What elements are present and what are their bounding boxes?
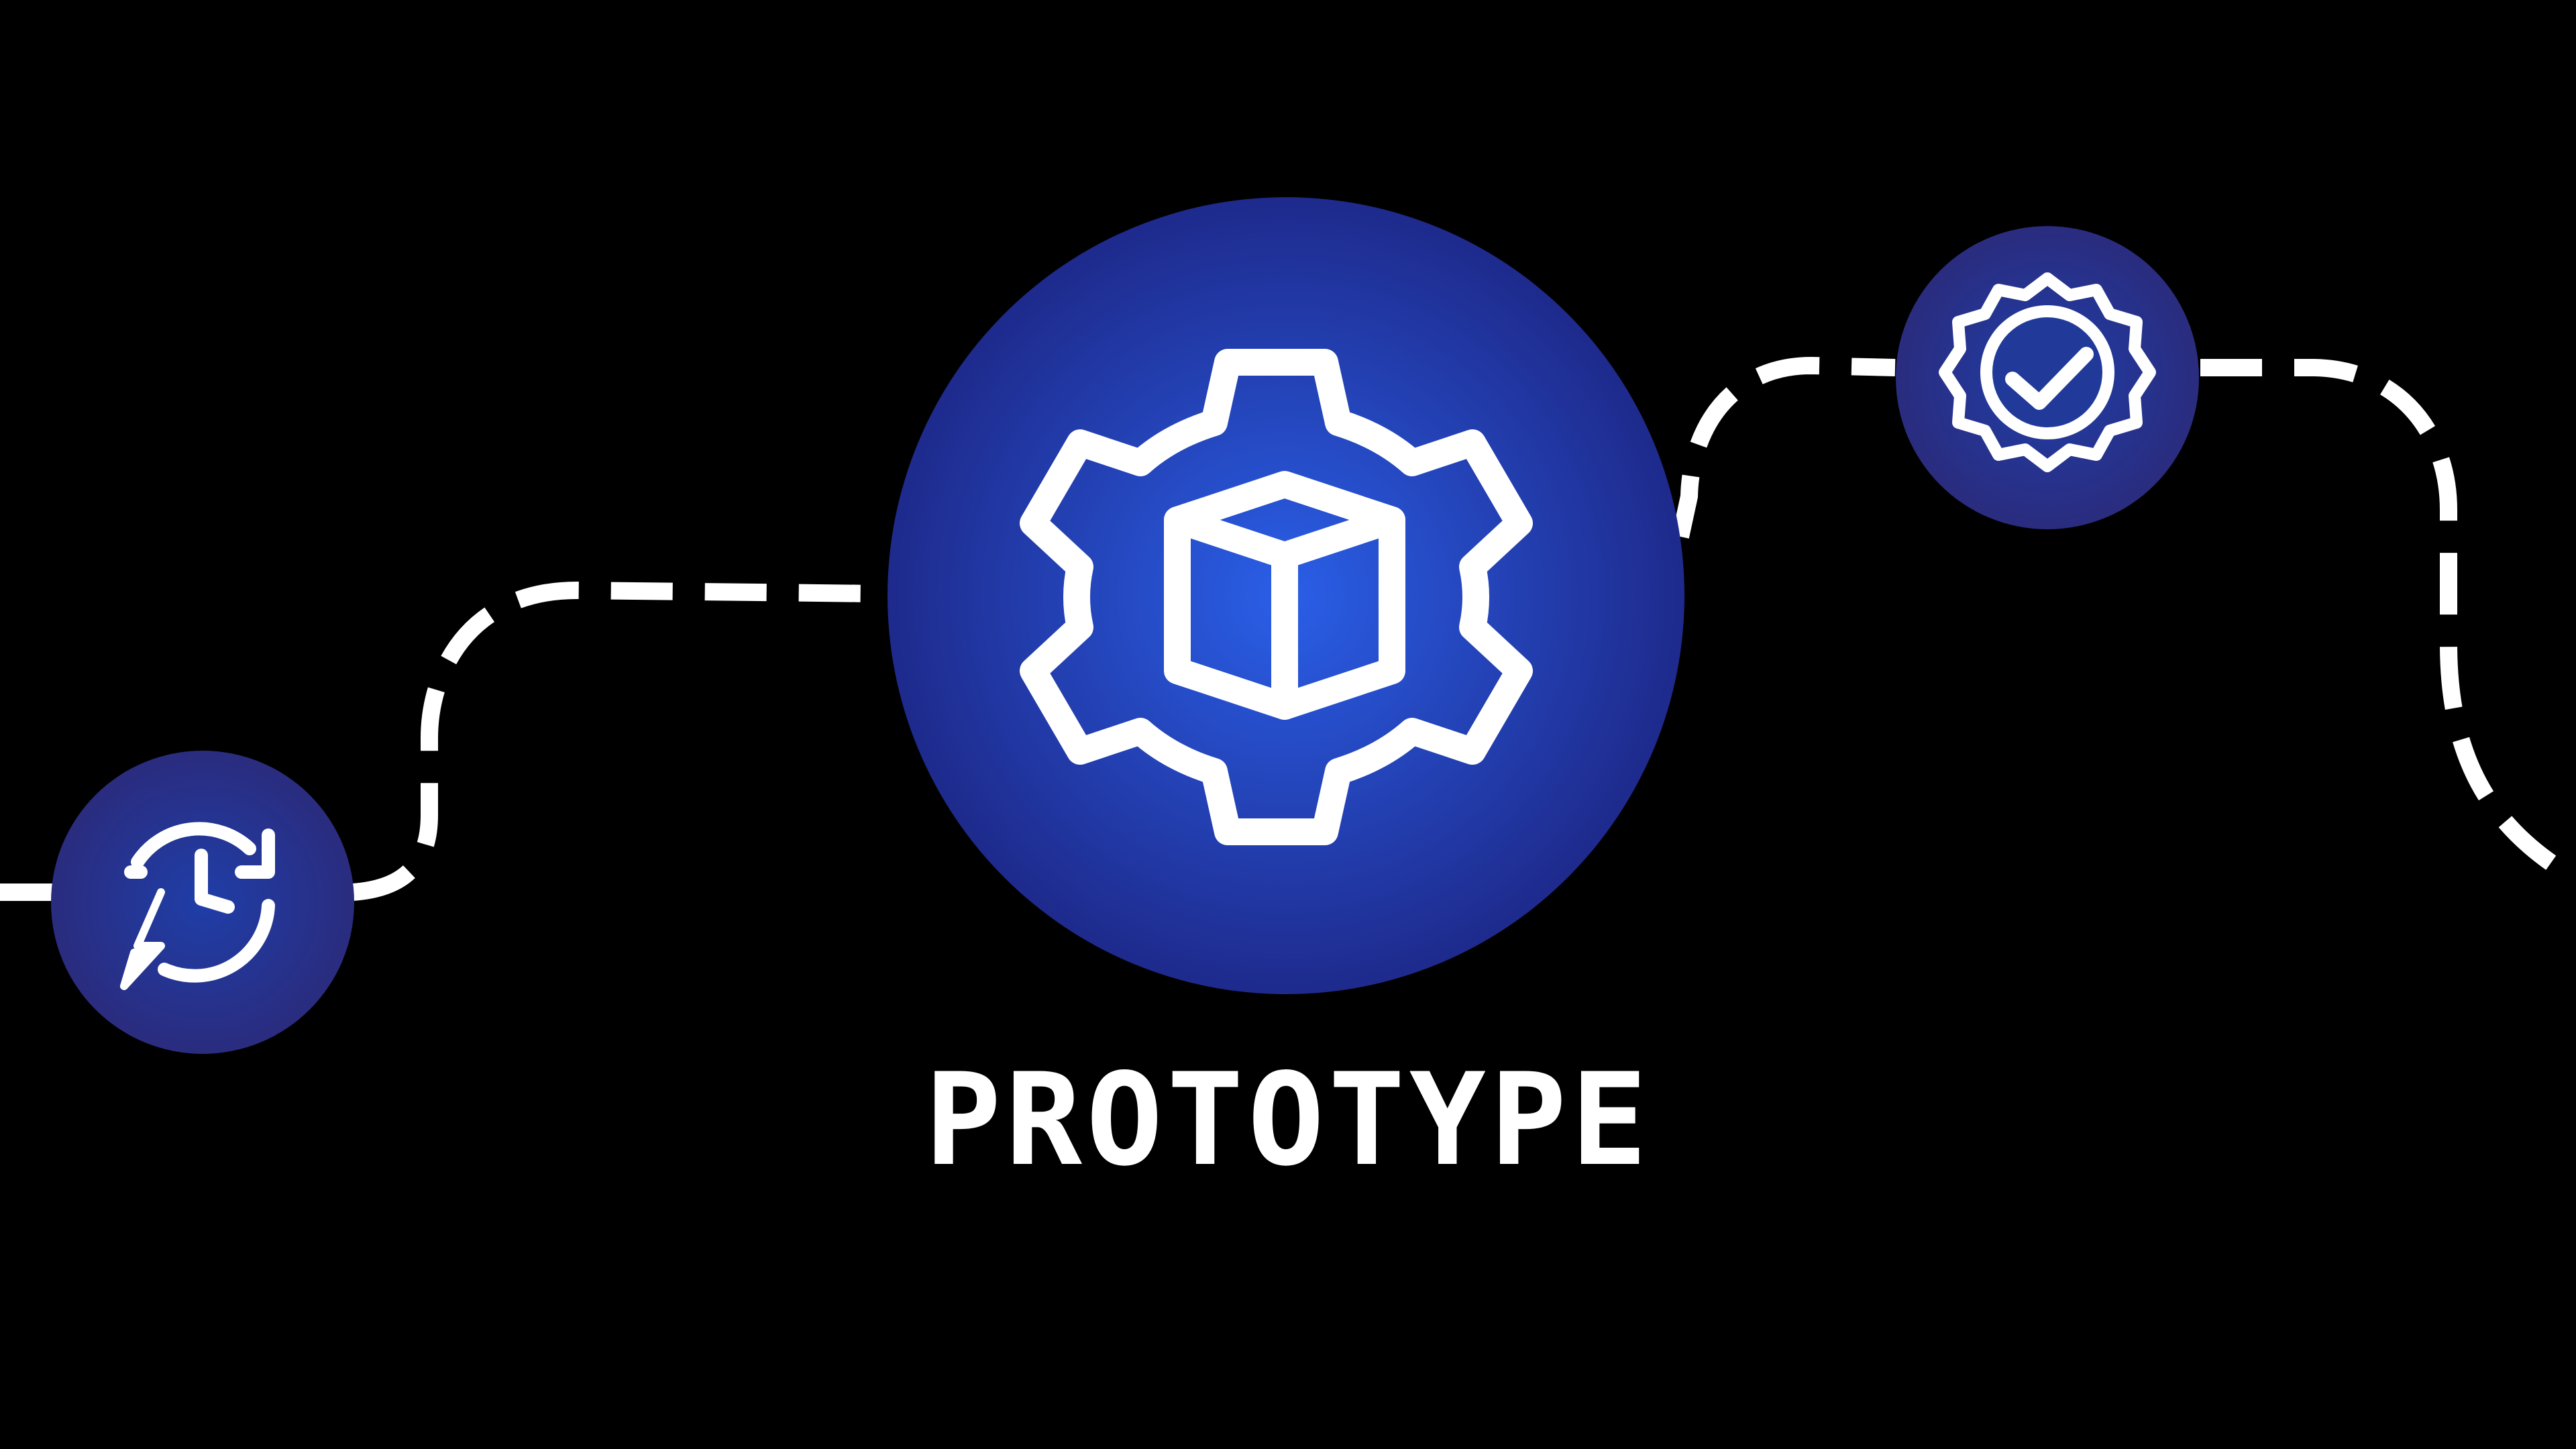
node-right	[1896, 226, 2199, 529]
gear-cube-icon	[1020, 349, 1533, 845]
verified-badge-check-icon	[1939, 272, 2156, 472]
node-left	[51, 751, 354, 1054]
node-center	[888, 197, 1684, 994]
center-node-label: PROTOTYPE	[924, 1046, 1652, 1194]
connector-paths	[0, 356, 2576, 901]
connector-right-exit	[2200, 359, 2576, 887]
connector-left-to-center	[351, 581, 879, 901]
connector-center-to-right	[1672, 356, 1896, 539]
clock-bolt-refresh-icon	[120, 822, 275, 990]
